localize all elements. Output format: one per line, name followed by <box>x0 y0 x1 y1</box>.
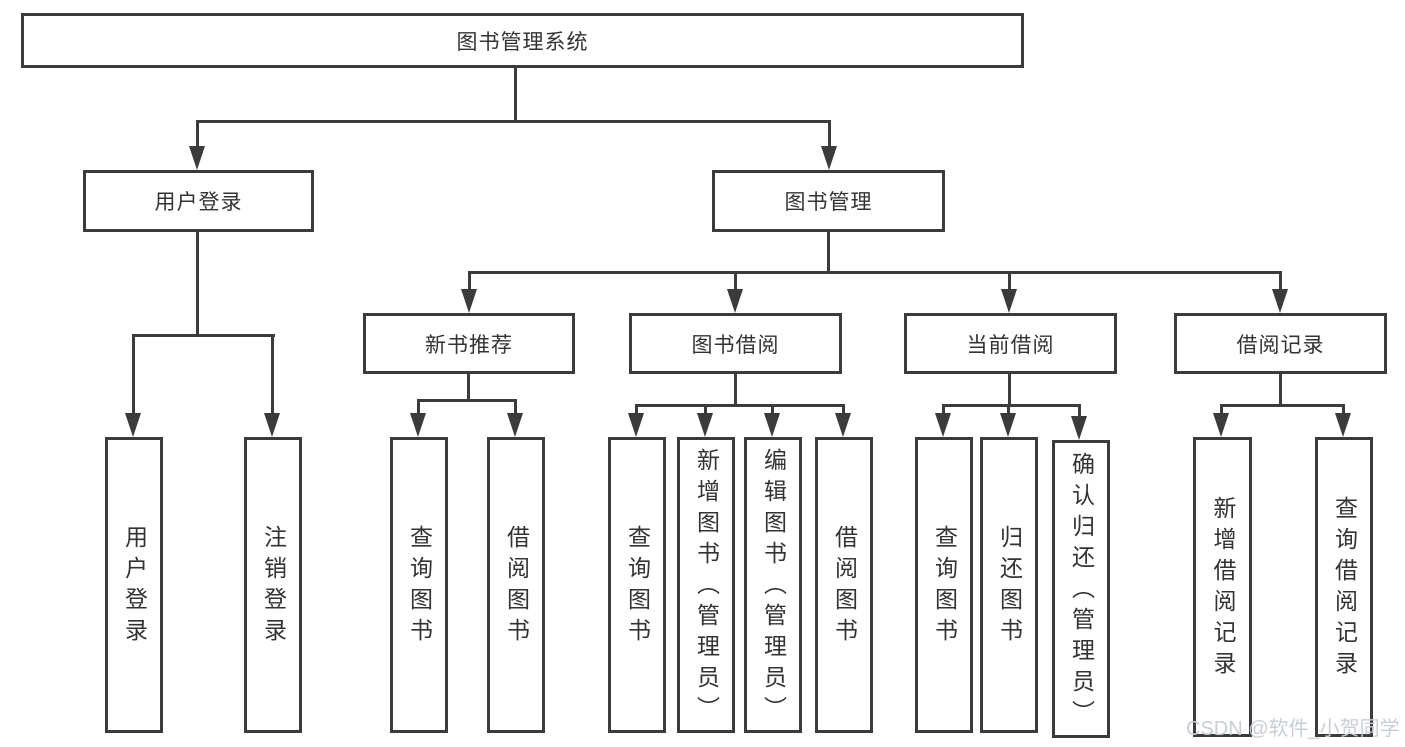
connector-drop-bb-query <box>635 404 638 415</box>
leaf-nb-borrow-books: 借阅图书 <box>487 437 545 733</box>
connector-drop-cb-confirm <box>1078 404 1081 417</box>
connector-root-branch <box>196 120 831 123</box>
connector-drop-cb-query <box>942 404 945 415</box>
connector-drop-bb-edit <box>771 404 774 415</box>
leaf-bb-add-books-admin: 新增图书（管理员） <box>677 437 735 733</box>
leaf-br-query-record: 查询借阅记录 <box>1315 437 1373 737</box>
connector-user-login-stem <box>196 231 199 334</box>
node-user-login: 用户登录 <box>83 170 314 232</box>
connector-current-borrow-stem <box>1008 374 1011 407</box>
connector-current-borrow-branch <box>942 404 1081 407</box>
connector-drop-br-query <box>1342 404 1345 415</box>
connector-book-borrow-stem <box>734 374 737 407</box>
connector-user-login-branch <box>132 334 275 337</box>
node-current-borrowing: 当前借阅 <box>904 313 1117 374</box>
node-root-system: 图书管理系统 <box>21 13 1024 68</box>
connector-drop-cb-return <box>1007 404 1010 415</box>
leaf-cb-return-books: 归还图书 <box>980 437 1038 733</box>
leaf-logout: 注销登录 <box>244 437 302 733</box>
connector-drop-new-book <box>468 271 471 290</box>
node-book-borrowing: 图书借阅 <box>629 313 842 374</box>
connector-drop-bb-add <box>704 404 707 415</box>
connector-new-book-branch <box>417 399 517 402</box>
connector-drop-nb-borrow <box>514 399 517 415</box>
leaf-cb-confirm-return-admin: 确认归还（管理员） <box>1052 440 1110 738</box>
connector-drop-leaf-user-login <box>132 334 135 414</box>
connector-drop-book-management <box>828 120 831 148</box>
connector-borrow-record-branch <box>1220 404 1345 407</box>
leaf-br-add-record: 新增借阅记录 <box>1193 437 1252 737</box>
connector-book-management-stem <box>827 231 830 273</box>
connector-drop-current-borrow <box>1008 271 1011 290</box>
connector-new-book-stem <box>467 374 470 402</box>
connector-drop-leaf-logout <box>271 334 274 414</box>
arrowhead-nb-query <box>410 413 426 437</box>
node-borrowing-records: 借阅记录 <box>1174 313 1387 374</box>
arrowhead-bb-edit <box>764 413 780 437</box>
arrowhead-cb-return <box>1000 413 1016 437</box>
arrowhead-bb-add <box>697 413 713 437</box>
connector-root-stem <box>514 68 517 120</box>
connector-book-borrow-branch <box>635 404 845 407</box>
arrowhead-bb-query <box>628 413 644 437</box>
arrowhead-cb-confirm <box>1071 416 1087 440</box>
arrowhead-nb-borrow <box>507 413 523 437</box>
connector-drop-user-login <box>196 120 199 148</box>
connector-drop-bb-borrow <box>842 404 845 415</box>
leaf-bb-edit-books-admin: 编辑图书（管理员） <box>744 437 802 733</box>
arrowhead-cb-query <box>935 413 951 437</box>
arrowhead-borrow-record <box>1272 289 1288 313</box>
connector-drop-borrow-record <box>1279 271 1282 290</box>
connector-book-management-branch <box>468 271 1282 274</box>
csdn-watermark: CSDN @软件_小贺同学 <box>1186 718 1400 740</box>
arrowhead-new-book <box>461 289 477 313</box>
connector-borrow-record-stem <box>1279 374 1282 407</box>
leaf-nb-query-books: 查询图书 <box>390 437 448 733</box>
connector-drop-book-borrow <box>734 271 737 290</box>
arrowhead-book-borrow <box>727 289 743 313</box>
arrowhead-user-login <box>189 146 205 170</box>
leaf-user-login: 用户登录 <box>105 437 163 733</box>
arrowhead-br-query <box>1335 413 1351 437</box>
arrowhead-bb-borrow <box>835 413 851 437</box>
arrowhead-current-borrow <box>1001 289 1017 313</box>
arrowhead-leaf-logout <box>264 413 280 437</box>
node-book-management: 图书管理 <box>712 170 945 232</box>
leaf-bb-query-books: 查询图书 <box>608 437 666 733</box>
leaf-bb-borrow-books: 借阅图书 <box>815 437 873 733</box>
arrowhead-br-add <box>1213 413 1229 437</box>
connector-drop-br-add <box>1220 404 1223 415</box>
arrowhead-leaf-user-login <box>125 413 141 437</box>
arrowhead-book-management <box>821 146 837 170</box>
node-new-book-recommend: 新书推荐 <box>363 313 575 374</box>
connector-drop-nb-query <box>417 399 420 415</box>
leaf-cb-query-books: 查询图书 <box>915 437 973 733</box>
